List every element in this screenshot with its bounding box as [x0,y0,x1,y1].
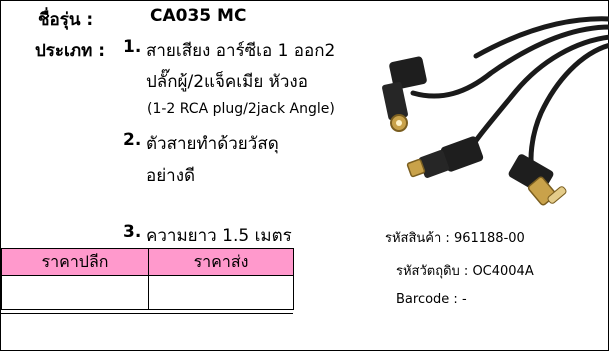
wholesale-price-cell [148,275,294,310]
retail-price-header: ราคาปลีก [1,248,149,276]
barcode: Barcode : - [396,292,467,307]
feature-1-line-2: ปลั๊กผู้/2แจ็คเมีย หัวงอ [146,72,308,92]
model-value: CA035 MC [150,6,247,26]
material-code: รหัสวัตถุดิบ : OC4004A [396,264,534,279]
feature-1-number: 1. [123,37,142,57]
feature-1-line-1: สายเสียง อาร์ซีเอ 1 ออก2 [146,41,336,61]
feature-2-line-2: อย่างดี [146,166,196,186]
price-table: ราคาปลีก ราคาส่ง [1,248,294,310]
model-label: ชื่อรุ่น : [38,10,94,30]
price-table-header-row: ราคาปลีก ราคาส่ง [1,248,294,276]
price-table-row [1,275,294,310]
feature-1-note: (1-2 RCA plug/2jack Angle) [147,101,335,117]
wholesale-price-header: ราคาส่ง [148,248,294,276]
feature-2-line-1: ตัวสายทำด้วยวัสดุ [146,134,279,154]
rca-cable-icon [382,16,609,206]
retail-price-cell [1,275,149,310]
feature-3-line-1: ความยาว 1.5 เมตร [146,226,292,246]
bottom-rule [1,313,293,314]
feature-2-number: 2. [123,130,142,150]
product-code: รหัสสินค้า : 961188-00 [385,231,525,246]
feature-3-number: 3. [123,222,142,242]
type-label: ประเภท : [35,41,105,61]
